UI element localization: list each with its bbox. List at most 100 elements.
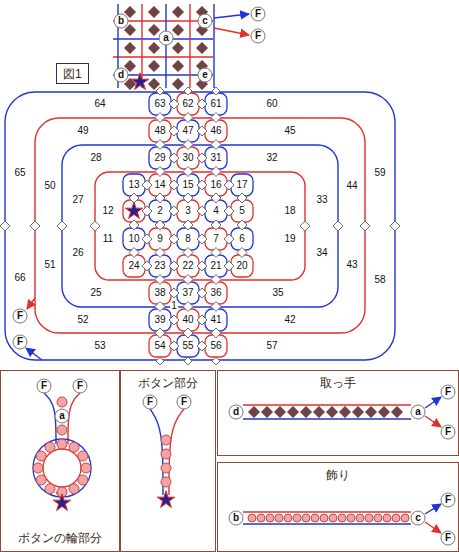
round-bead <box>320 514 328 522</box>
bead-diamond <box>155 193 165 203</box>
letter-circle <box>441 425 455 439</box>
callout-number: 14 <box>153 180 166 190</box>
round-bead <box>374 514 382 522</box>
bead-diamond <box>57 221 67 231</box>
letter-circle <box>441 385 455 399</box>
callout-number: 34 <box>315 248 328 258</box>
callout-number: 47 <box>181 126 194 136</box>
bead-letter: F <box>444 427 452 437</box>
bead-diamond <box>169 341 179 351</box>
bead-diamond <box>183 140 193 150</box>
callout-number: 38 <box>153 288 166 298</box>
dark-bead <box>196 42 208 54</box>
callout-number: 1 <box>170 301 178 311</box>
callout-number: 39 <box>153 315 166 325</box>
round-bead <box>329 514 337 522</box>
callout-number: 42 <box>283 315 296 325</box>
panel-title: ボタン部分 <box>121 376 215 390</box>
dark-bead <box>148 24 160 36</box>
callout-number: 57 <box>265 341 278 351</box>
callout-number: 41 <box>209 315 222 325</box>
bead-diamond <box>237 220 247 230</box>
bead-diamond <box>390 221 400 231</box>
letter-circle <box>198 14 212 28</box>
round-bead <box>356 514 364 522</box>
bead-letter: d <box>117 70 125 80</box>
start-star <box>53 494 70 511</box>
callout-number: 8 <box>184 234 192 244</box>
bead-diamond <box>156 357 164 365</box>
bead-diamond <box>183 193 193 203</box>
bead-diamond <box>155 167 165 177</box>
bead-diamond <box>197 341 207 351</box>
start-star <box>131 73 148 90</box>
bead-diamond <box>142 206 152 216</box>
bead-diamond <box>142 234 152 244</box>
bead-diamond <box>183 328 193 338</box>
round-bead <box>266 514 274 522</box>
panel-title: ボタンの輪部分 <box>1 531 119 545</box>
bead-diamond <box>155 248 165 258</box>
dark-bead <box>148 78 160 90</box>
bead-diamond <box>155 113 165 123</box>
round-bead <box>365 514 373 522</box>
callout-number: 25 <box>89 288 102 298</box>
round-bead <box>284 514 292 522</box>
bead-diamond <box>197 315 207 325</box>
bead-diamond <box>169 126 179 136</box>
bead-diamond <box>197 126 207 136</box>
bead-diamond <box>169 315 179 325</box>
bead-diamond <box>360 221 370 231</box>
round-bead <box>45 484 55 494</box>
bead-diamond <box>211 275 221 285</box>
thread-cell <box>177 120 199 142</box>
letter-circle <box>177 395 191 409</box>
letter-circle <box>55 409 69 423</box>
callout-number: 24 <box>127 261 140 271</box>
round-bead <box>45 442 55 452</box>
bead-diamond <box>155 275 165 285</box>
bead-diamond <box>197 99 207 109</box>
callout-number: 31 <box>209 153 222 163</box>
round-bead <box>161 449 171 459</box>
thread-cell <box>177 282 199 304</box>
bead-diamond <box>169 261 179 271</box>
dark-bead <box>148 42 160 54</box>
round-bead <box>257 514 265 522</box>
bead-diamond <box>224 206 234 216</box>
bead-diamond <box>169 180 179 190</box>
round-bead <box>57 439 67 449</box>
letter-circle <box>229 511 243 525</box>
thread-line <box>425 416 441 427</box>
bead-diamond <box>211 113 221 123</box>
thread-line <box>214 14 249 18</box>
round-bead <box>161 435 171 445</box>
bead-diamond <box>197 234 207 244</box>
callout-number: 7 <box>212 234 220 244</box>
bead-letter: F <box>444 387 452 397</box>
main-pattern <box>0 87 400 365</box>
letter-circle <box>441 493 455 507</box>
bead-diamond <box>129 248 139 258</box>
callout-number: 60 <box>265 99 278 109</box>
bead-diamond <box>197 206 207 216</box>
thread-cell <box>149 147 171 169</box>
thread-line <box>243 404 411 405</box>
round-bead <box>161 477 171 487</box>
panel-graphics <box>33 393 441 533</box>
callout-number: 5 <box>238 206 246 216</box>
bead-diamond <box>211 328 221 338</box>
bead-letter: F <box>254 31 262 41</box>
callout-number: 3 <box>184 206 192 216</box>
bead-diamond <box>224 234 234 244</box>
thread-loop <box>5 92 395 360</box>
bead-diamond <box>184 87 192 95</box>
dark-bead <box>391 406 403 418</box>
bead-diamond <box>211 302 221 312</box>
callout-number: 23 <box>153 261 166 271</box>
bead-diamond <box>156 87 164 95</box>
bead-diamond <box>155 140 165 150</box>
bead-letter: b <box>232 513 240 523</box>
bead-letter: F <box>16 337 24 347</box>
callout-number: 22 <box>181 261 194 271</box>
